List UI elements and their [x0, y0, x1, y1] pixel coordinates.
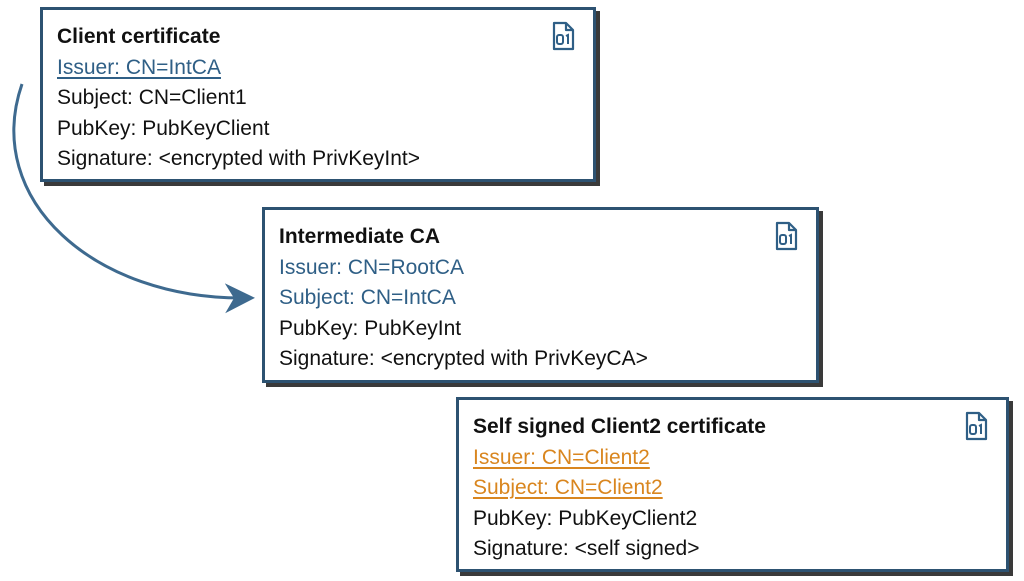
- pubkey-field: PubKey: PubKeyInt: [279, 316, 462, 340]
- card-title: Client certificate: [57, 25, 221, 48]
- self-signed-client2-card: Self signed Client2 certificate Issuer: …: [456, 397, 1009, 572]
- binary-file-icon: [775, 221, 798, 251]
- binary-file-icon: [965, 411, 988, 441]
- signature-field: Signature: <self signed>: [473, 537, 700, 560]
- issuer-link[interactable]: Issuer: CN=IntCA: [57, 55, 221, 79]
- subject-link[interactable]: Subject: CN=Client2: [473, 476, 663, 499]
- pubkey-field: PubKey: PubKeyClient2: [473, 506, 698, 530]
- binary-file-icon: [552, 21, 575, 51]
- card-title: Intermediate CA: [279, 225, 441, 248]
- signature-field: Signature: <encrypted with PrivKeyInt>: [57, 147, 421, 170]
- issuer-link[interactable]: Issuer: CN=Client2: [473, 445, 650, 469]
- pubkey-field: PubKey: PubKeyClient: [57, 116, 270, 140]
- intermediate-ca-card: Intermediate CA Issuer: CN=RootCA Subjec…: [262, 207, 819, 383]
- issuer-field: Issuer: CN=RootCA: [279, 255, 464, 279]
- subject-field: Subject: CN=Client1: [57, 86, 247, 109]
- subject-field: Subject: CN=IntCA: [279, 286, 456, 309]
- signature-field: Signature: <encrypted with PrivKeyCA>: [279, 347, 648, 370]
- client-certificate-card: Client certificate Issuer: CN=IntCA Subj…: [40, 7, 596, 182]
- card-title: Self signed Client2 certificate: [473, 415, 766, 438]
